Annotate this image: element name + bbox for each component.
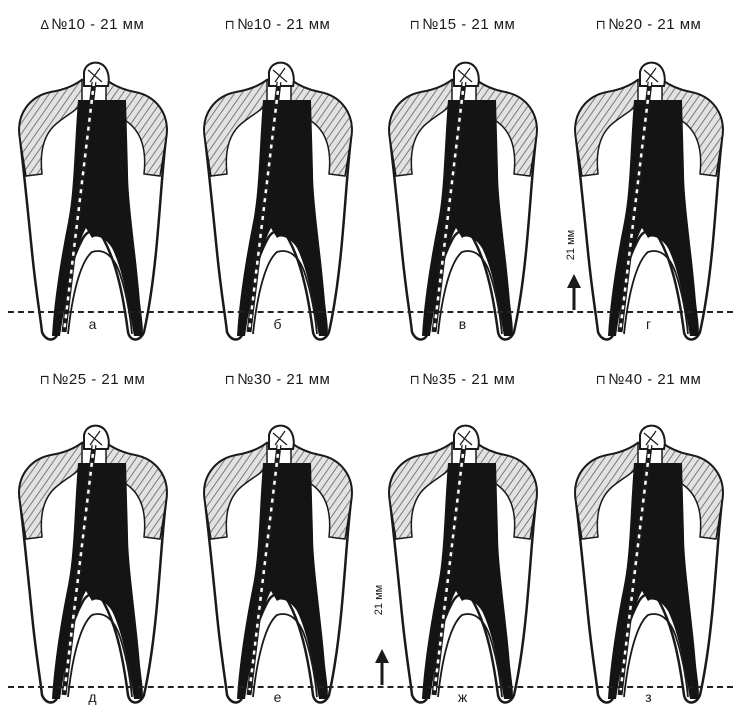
panel-letter: е xyxy=(185,689,370,705)
file-symbol-icon: ⊓ xyxy=(410,17,421,32)
panel-zh: ⊓№35 - 21 мм ж xyxy=(370,355,555,710)
file-symbol-icon: ⊓ xyxy=(225,17,236,32)
tooth-illustration xyxy=(568,52,730,344)
panel-letter: б xyxy=(185,316,370,332)
panel-letter: в xyxy=(370,316,555,332)
diagram-row-top: ∆№10 - 21 мм а ⊓№10 - 21 мм б ⊓№15 - 21 … xyxy=(0,0,741,355)
caption-text: №25 - 21 мм xyxy=(52,371,145,388)
tooth-illustration xyxy=(382,52,544,344)
file-symbol-icon: ⊓ xyxy=(410,372,421,387)
tooth-illustration xyxy=(12,415,174,707)
tooth-illustration xyxy=(12,52,174,344)
panel-letter: а xyxy=(0,316,185,332)
panel-letter: д xyxy=(0,689,185,705)
diagram-row-bottom: ⊓№25 - 21 мм д ⊓№30 - 21 мм е ⊓№35 - 21 … xyxy=(0,355,741,710)
measure-label: 21 мм xyxy=(565,190,581,300)
caption-text: №10 - 21 мм xyxy=(237,16,330,33)
tooth-illustration xyxy=(568,415,730,707)
panel-caption: ⊓№40 - 21 мм xyxy=(556,371,741,388)
caption-text: №35 - 21 мм xyxy=(422,371,515,388)
apex-reference-line xyxy=(8,311,733,313)
panel-caption: ⊓№20 - 21 мм xyxy=(556,16,741,33)
panel-letter: ж xyxy=(370,689,555,705)
panel-letter: г xyxy=(556,316,741,332)
length-measure: 21 мм xyxy=(561,190,587,300)
caption-text: №15 - 21 мм xyxy=(422,16,515,33)
file-symbol-icon: ⊓ xyxy=(40,372,51,387)
tooth-illustration xyxy=(197,415,359,707)
panel-e: ⊓№30 - 21 мм е xyxy=(185,355,370,710)
panel-d: ⊓№25 - 21 мм д xyxy=(0,355,185,710)
panel-letter: з xyxy=(556,689,741,705)
apex-reference-line xyxy=(8,686,733,688)
panel-caption: ⊓№25 - 21 мм xyxy=(0,371,185,388)
panel-z: ⊓№40 - 21 мм з xyxy=(556,355,741,710)
file-symbol-icon: ∆ xyxy=(41,17,49,32)
panel-caption: ⊓№35 - 21 мм xyxy=(370,371,555,388)
panel-b: ⊓№10 - 21 мм б xyxy=(185,0,370,355)
tooth-illustration xyxy=(382,415,544,707)
panel-caption: ∆№10 - 21 мм xyxy=(0,16,185,33)
panel-caption: ⊓№10 - 21 мм xyxy=(185,16,370,33)
length-measure: 21 мм xyxy=(369,545,395,655)
panel-caption: ⊓№30 - 21 мм xyxy=(185,371,370,388)
panel-v: ⊓№15 - 21 мм в xyxy=(370,0,555,355)
file-symbol-icon: ⊓ xyxy=(596,372,607,387)
panel-a: ∆№10 - 21 мм а xyxy=(0,0,185,355)
tooth-illustration xyxy=(197,52,359,344)
caption-text: №30 - 21 мм xyxy=(237,371,330,388)
caption-text: №40 - 21 мм xyxy=(608,371,701,388)
file-symbol-icon: ⊓ xyxy=(225,372,236,387)
file-symbol-icon: ⊓ xyxy=(596,17,607,32)
caption-text: №20 - 21 мм xyxy=(608,16,701,33)
caption-text: №10 - 21 мм xyxy=(51,16,144,33)
panel-caption: ⊓№15 - 21 мм xyxy=(370,16,555,33)
measure-label: 21 мм xyxy=(373,545,389,655)
